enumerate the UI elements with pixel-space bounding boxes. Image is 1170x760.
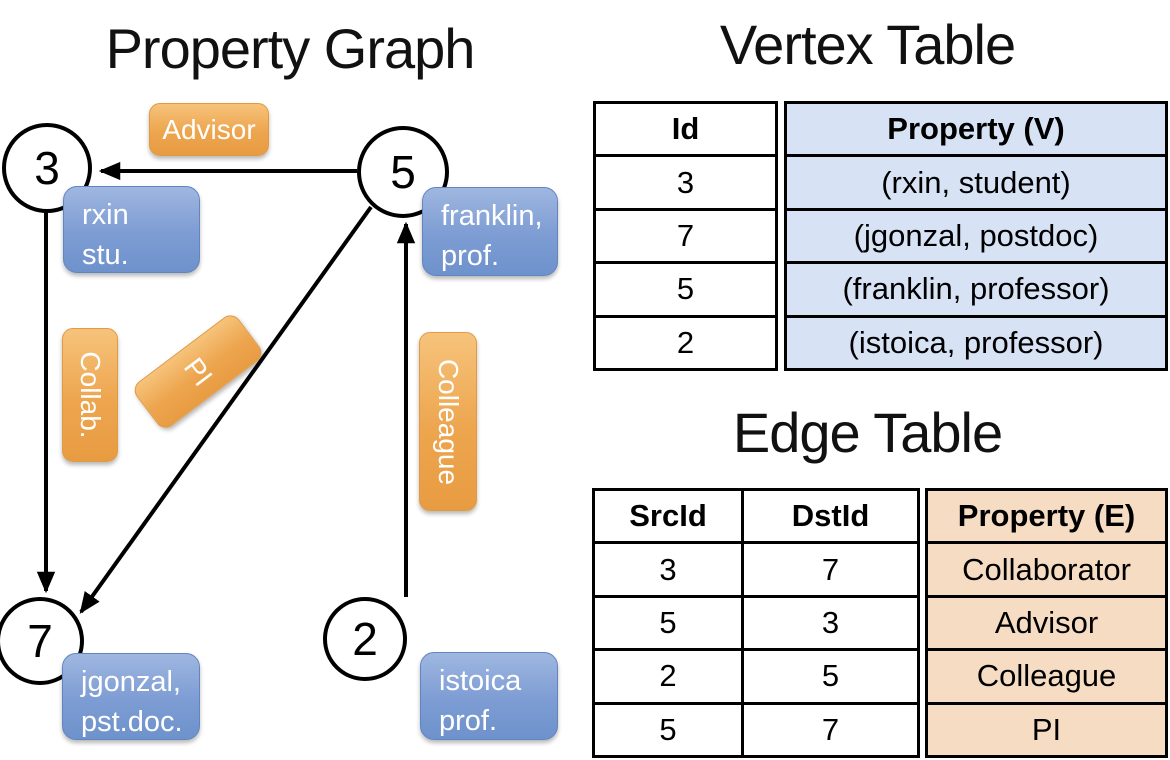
vertex-table-property-column: Property (V) (rxin, student) (jgonzal, p…: [784, 101, 1168, 371]
vertex-row-1-property: (jgonzal, postdoc): [787, 210, 1165, 262]
graph-edges-svg: [36, 161, 416, 614]
vertex-table-title: Vertex Table: [719, 13, 1016, 76]
vertex-table-header-id: Id: [671, 111, 700, 147]
property-graph-title: Property Graph: [105, 17, 476, 80]
node-5: 5: [357, 126, 449, 218]
edge-row-1-src: 5: [659, 605, 677, 641]
edge-row-1-dst: 3: [741, 597, 917, 649]
node-2-label: 2: [352, 613, 378, 665]
node-3-label: 3: [34, 142, 60, 194]
edge-label-collab-text: Collab.: [75, 351, 106, 439]
vertex-row-0-property: (rxin, student): [787, 157, 1165, 208]
edge-row-0-property: Collaborator: [928, 544, 1165, 595]
edge-table-header-property: Property (E): [928, 491, 1165, 542]
property-box-rxin-line2: stu.: [82, 239, 129, 272]
vertex-table-id-column: Id 3 7 5 2: [593, 101, 778, 371]
edge-label-colleague: Colleague: [419, 332, 477, 511]
vertex-row-2-id: 5: [676, 271, 695, 307]
edge-table-id-columns: SrcId DstId 3 7 5 3 2 5 5 7: [592, 488, 920, 758]
edge-row-0-dst: 7: [741, 544, 917, 595]
node-5-label: 5: [390, 146, 416, 198]
edge-table-property-column: Property (E) Collaborator Advisor Collea…: [925, 488, 1168, 758]
edge-row-2-property: Colleague: [928, 651, 1165, 702]
edge-row-2-src: 2: [659, 658, 677, 694]
vertex-row-3-id: 2: [676, 324, 695, 360]
node-7-label: 7: [27, 615, 53, 667]
edge-row-3-src: 5: [659, 711, 677, 747]
edge-label-collab: Collab.: [62, 328, 118, 462]
edge-table-header-dstid: DstId: [741, 491, 917, 542]
edge-row-1-property: Advisor: [928, 597, 1165, 649]
edge-table-header-srcid: SrcId: [629, 498, 707, 534]
edge-label-advisor: Advisor: [149, 103, 269, 156]
property-box-rxin-line1: rxin: [82, 199, 129, 231]
vertex-table-header-property: Property (V): [787, 104, 1165, 155]
edge-row-2-dst: 5: [741, 651, 917, 702]
edge-label-advisor-text: Advisor: [162, 113, 256, 145]
property-box-franklin-line1: franklin,: [441, 200, 543, 232]
edge-row-3-dst: 7: [741, 704, 917, 756]
vertex-row-2-property: (franklin, professor): [787, 264, 1165, 315]
property-box-franklin: franklin, prof.: [422, 187, 558, 276]
vertex-row-0-id: 3: [676, 164, 695, 200]
property-box-jgonzal-line1: jgonzal,: [81, 666, 181, 698]
edge-arrow-5-to-7: [79, 205, 373, 614]
vertex-row-3-property: (istoica, professor): [787, 317, 1165, 369]
edge-row-0-src: 3: [659, 551, 677, 587]
edge-table-title: Edge Table: [732, 401, 1003, 464]
property-box-franklin-line2: prof.: [441, 240, 500, 273]
property-box-istoica: istoica prof.: [420, 652, 558, 740]
node-2: 2: [323, 597, 407, 681]
vertex-row-1-id: 7: [676, 218, 695, 254]
edge-row-3-property: PI: [928, 704, 1165, 756]
property-box-istoica-line2: prof.: [439, 705, 498, 738]
property-box-istoica-line1: istoica: [439, 665, 522, 697]
property-box-rxin: rxin stu.: [63, 186, 200, 273]
property-box-jgonzal-line2: pst.doc.: [81, 706, 183, 739]
edge-label-colleague-text: Colleague: [433, 358, 464, 485]
property-box-jgonzal: jgonzal, pst.doc.: [62, 653, 200, 740]
